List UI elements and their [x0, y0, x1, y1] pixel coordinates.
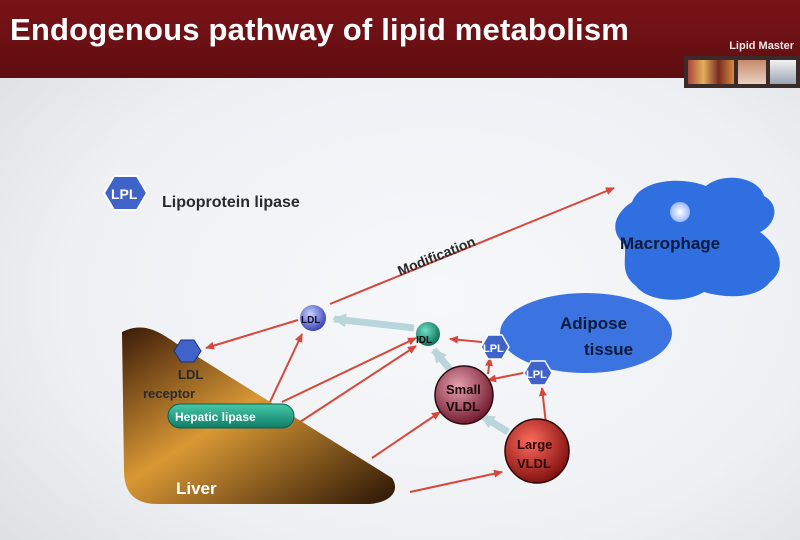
arrow-large-vldl-to-small-vldl [480, 413, 510, 435]
arrow-ldl-to-receptor [205, 319, 299, 350]
lpl-lower-label: LPL [526, 369, 547, 381]
ldl-label: LDL [301, 315, 320, 326]
lpl-upper-label: LPL [483, 343, 504, 355]
header-photo-person [738, 60, 766, 84]
lpl-hexagon-upper [480, 334, 510, 360]
header-photo-strip [684, 56, 800, 88]
idl-label: IDL [416, 335, 432, 346]
macrophage-cell [615, 177, 780, 300]
title-bar: Endogenous pathway of lipid metabolism L… [0, 0, 800, 78]
ldl-receptor-label-line1: LDL [178, 367, 203, 382]
small-vldl-label-line2: VLDL [446, 399, 480, 414]
arrow-ldl-to-macrophage [329, 187, 615, 305]
large-vldl-label-line2: VLDL [517, 456, 551, 471]
large-vldl-particle [504, 418, 570, 484]
ldl-particle [300, 305, 326, 331]
arrow-lpl-to-small-vldl [487, 371, 529, 383]
adipose-label-line2: tissue [584, 340, 633, 359]
small-vldl-label-line1: Small [446, 382, 481, 397]
ldl-receptor-hexagon [173, 339, 202, 363]
modification-label: Modification [395, 233, 477, 279]
arrow-large-vldl-to-lpl [538, 387, 547, 425]
idl-particle [416, 322, 440, 346]
hepatic-lipase-pill [167, 403, 295, 429]
arrow-liver-to-small-vldl [371, 411, 441, 459]
small-vldl-particle [434, 365, 494, 425]
header-photo-pills [688, 60, 734, 84]
slide-title: Endogenous pathway of lipid metabolism [10, 12, 630, 47]
brand-logo-text: Lipid Master [729, 40, 794, 52]
arrow-hepatic-lipase-to-idl [299, 345, 417, 423]
arrow-idl-to-ldl [332, 313, 415, 332]
arrow-small-vldl-to-idl [431, 347, 455, 375]
arrow-liver-to-idl-upper [281, 337, 417, 403]
arrow-small-vldl-to-lpl [485, 357, 493, 375]
arrow-lpl-to-idl [449, 335, 483, 344]
lpl-hexagon-lower [523, 360, 553, 386]
large-vldl-label-line1: Large [517, 437, 552, 452]
header-photo-doctor [770, 60, 796, 84]
legend-lpl-badge-label: LPL [111, 186, 138, 202]
adipose-tissue [500, 293, 672, 373]
macrophage-nucleus [670, 202, 690, 222]
macrophage-label: Macrophage [620, 234, 720, 253]
arrow-liver-to-large-vldl [409, 469, 503, 493]
ldl-receptor-label-line2: receptor [143, 386, 195, 401]
adipose-label-line1: Adipose [560, 314, 627, 333]
liver-label: Liver [176, 479, 217, 498]
hepatic-lipase-label: Hepatic lipase [175, 410, 256, 424]
legend-lpl-hexagon [102, 175, 149, 211]
legend-lpl-description: Lipoprotein lipase [162, 194, 300, 211]
arrow-liver-to-ldl [269, 333, 303, 403]
